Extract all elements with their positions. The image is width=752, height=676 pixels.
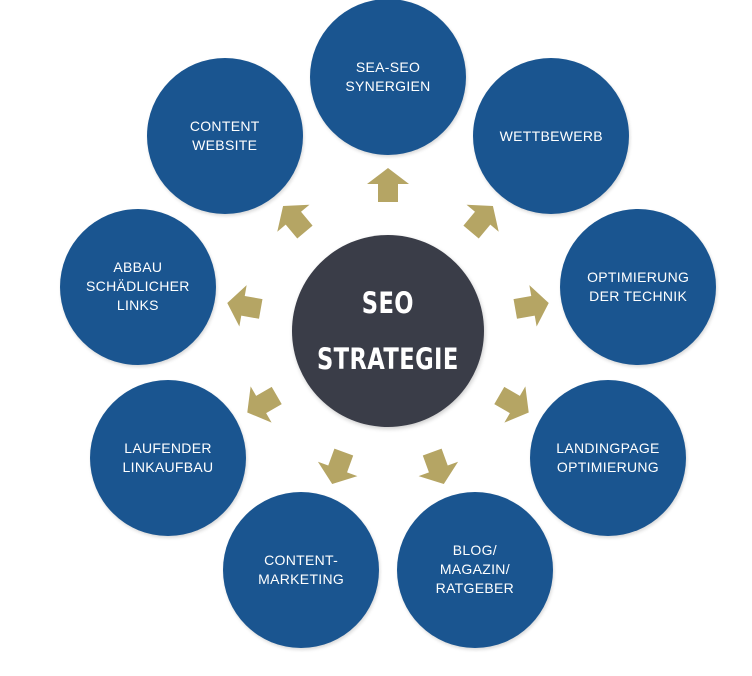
center-node: SEO STRATEGIE [292,235,484,427]
node-wettbewerb: WETTBEWERB [473,58,630,215]
node-label: CONTENT- MARKETING [258,551,345,587]
node-label: SEA-SEO SYNERGIEN [345,59,431,94]
outward-arrow-icon [510,281,553,331]
node-label: LAUFENDER LINKAUFBAU [122,440,214,475]
node-label: WETTBEWERB [499,127,603,144]
node-label: OPTIMIERUNG DER TECHNIK [587,268,690,304]
node-label: LANDINGPAGE OPTIMIERUNG [556,440,660,475]
node-landingpage-optimierung: LANDINGPAGE OPTIMIERUNG [529,380,686,536]
outward-arrow-icon [366,167,410,203]
outward-arrow-icon [223,281,266,331]
outward-arrow-icon [411,444,465,493]
node-blog-magazin-ratgeber: BLOG/ MAGAZIN/ RATGEBER [396,491,553,648]
node-laufender-linkaufbau: LAUFENDER LINKAUFBAU [90,380,247,536]
outward-arrow-icon [266,191,323,247]
outward-arrow-icon [311,444,365,493]
outward-arrow-icon [488,376,541,432]
node-abbau-schaedlicher-links: ABBAU SCHÄDLICHER LINKS [59,208,216,365]
node-content-website: CONTENT WEBSITE [146,58,303,215]
node-label: CONTENT WEBSITE [189,118,260,154]
node-sea-seo-synergien: SEA-SEO SYNERGIEN [310,0,466,155]
node-label: ABBAU SCHÄDLICHER LINKS [86,259,190,314]
node-optimierung-der-technik: OPTIMIERUNG DER TECHNIK [560,208,717,365]
center-label: SEO STRATEGIE [317,286,459,376]
outward-arrow-icon [235,376,288,432]
node-label: BLOG/ MAGAZIN/ RATGEBER [435,542,515,597]
node-content-marketing: CONTENT- MARKETING [223,491,380,648]
outward-arrow-icon [453,191,510,247]
